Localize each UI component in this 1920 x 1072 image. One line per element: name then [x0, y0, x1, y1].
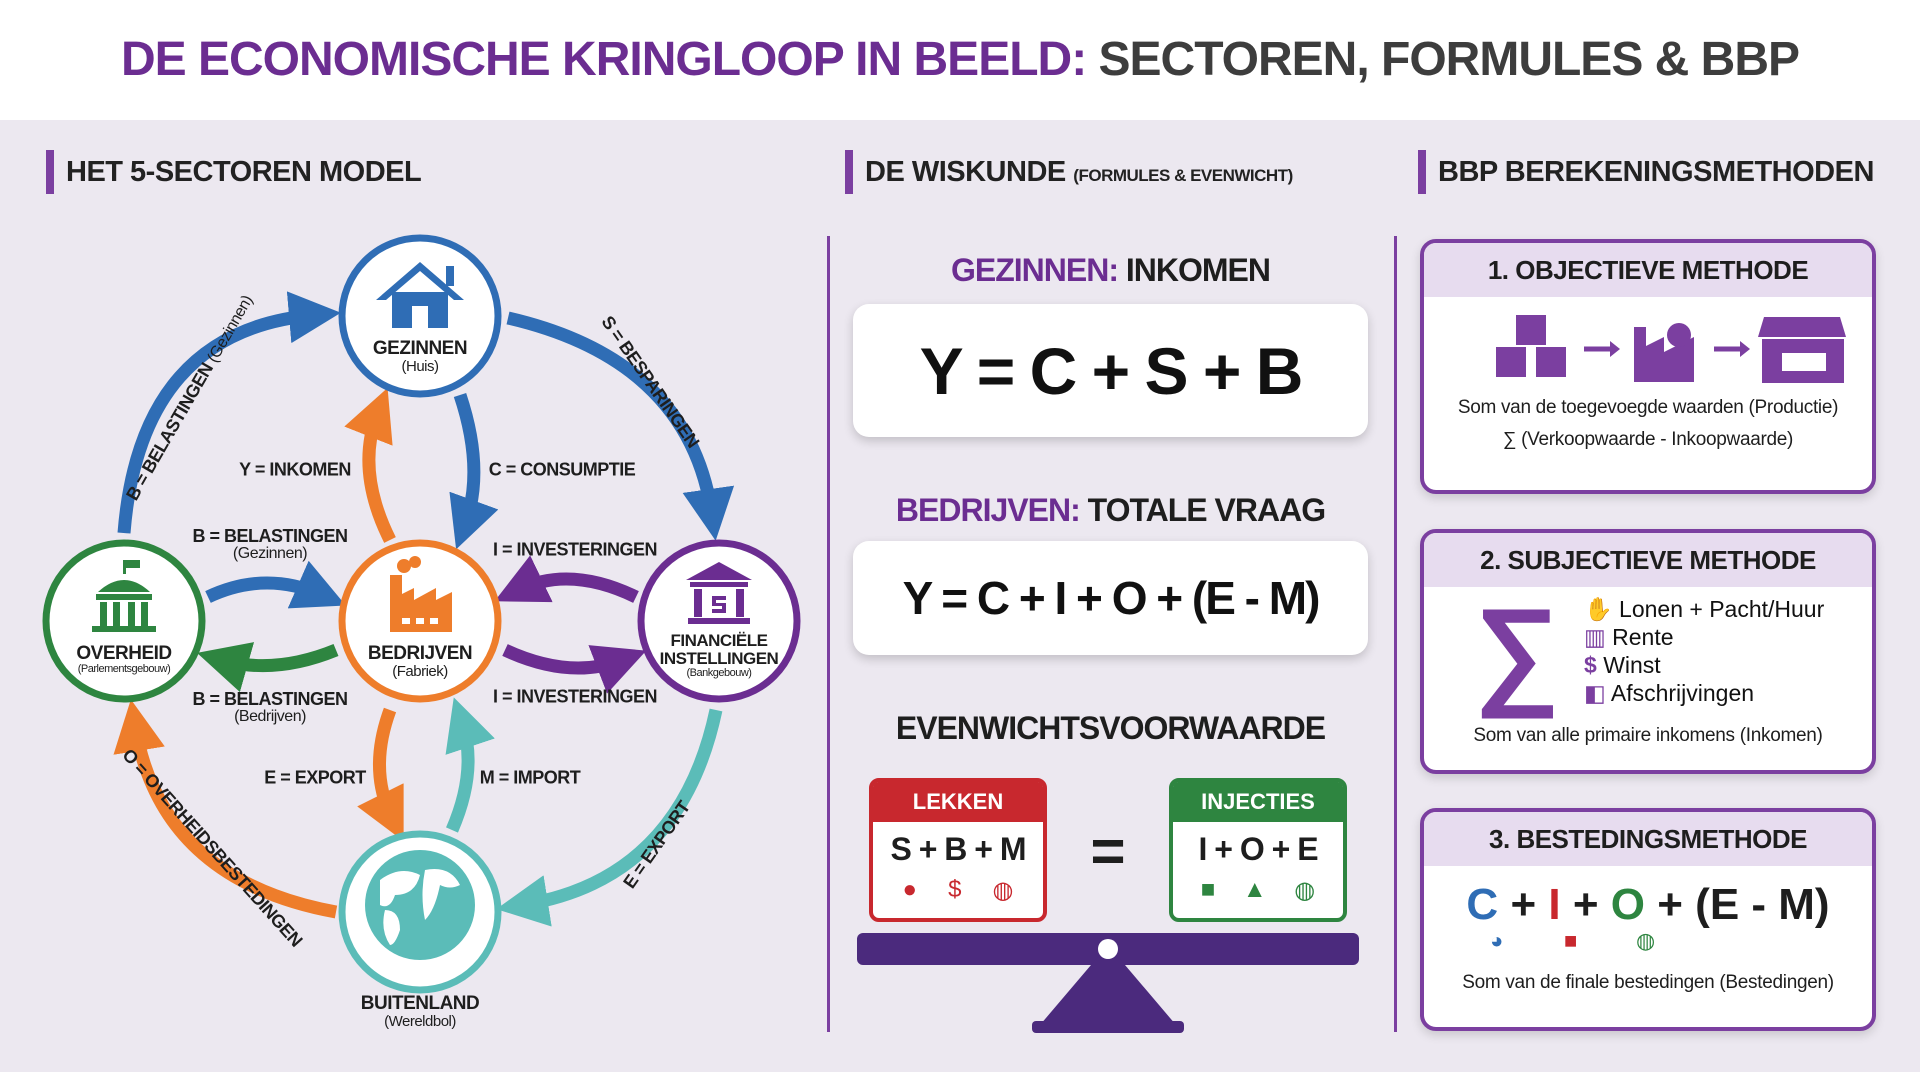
globe-icon	[365, 850, 475, 960]
depreciation-icon: ◧	[1584, 680, 1606, 706]
bank-icon: ▲	[1242, 876, 1267, 903]
node-overheid-label: OVERHEID(Parlementsgebouw)	[76, 643, 172, 675]
arrow-investeringen-out	[502, 644, 647, 694]
arrow-consumptie	[449, 392, 499, 550]
parliament-icon	[92, 560, 156, 632]
arrow-export-outer	[496, 708, 723, 927]
page-title: DE ECONOMISCHE KRINGLOOP IN BEELD: SECTO…	[120, 33, 1800, 86]
method-description: Som van de toegevoegde waarden (Producti…	[1457, 397, 1839, 418]
method-description: Som van de finale bestedingen (Besteding…	[1462, 972, 1834, 993]
flow-label: C = CONSUMPTIE	[488, 459, 636, 480]
arrow-belastingen-bed	[196, 642, 339, 693]
method-formula: ∑ (Verkoopwaarde - Inkoopwaarde)	[1502, 429, 1794, 450]
arrow-investeringen-in	[494, 555, 639, 603]
flow-label: B = BELASTINGEN(Bedrijven)	[192, 689, 348, 726]
arrow-right-icon	[1584, 341, 1620, 357]
formula-totale-vraag: Y = C + I + O + (E - M)	[853, 541, 1368, 655]
flow-label: I = INVESTERINGEN	[492, 686, 658, 707]
globe-icon: ◍	[1636, 928, 1656, 953]
globe-icon: ◍	[1294, 877, 1316, 904]
balance-scale-icon	[857, 933, 1359, 1033]
production-chain-icons	[1496, 315, 1846, 383]
divider	[1394, 236, 1397, 1032]
flow-label: E = EXPORT	[264, 767, 366, 788]
list-item: ✋ Lonen + Pacht/Huur	[1584, 596, 1825, 622]
header	[0, 0, 1920, 120]
lekken-box: LEKKEN S + B + M ●$◍	[869, 778, 1047, 922]
arrow-import	[445, 697, 495, 833]
node-bedrijven-label: BEDRIJVEN(Fabriek)	[367, 643, 473, 680]
method-card-besteding: 3. BESTEDINGSMETHODE C + I + O + (E - M)…	[1420, 808, 1876, 1031]
arrow-besparingen	[506, 311, 735, 541]
list-item: ▥ Rente	[1584, 624, 1674, 650]
list-item: ◧ Afschrijvingen	[1584, 680, 1755, 706]
wages-hand-icon: ✋	[1584, 596, 1613, 622]
formula-besteding: C + I + O + (E - M)	[1466, 880, 1830, 929]
divider	[827, 236, 830, 1032]
method-card-objectief: 1. OBJECTIEVE METHODE Som van de toegevo…	[1420, 239, 1876, 494]
injecties-box: INJECTIES I + O + E ■▲◍	[1169, 778, 1347, 922]
node-gezinnen-label: GEZINNEN(Huis)	[372, 338, 468, 375]
money-bag-icon: $	[948, 876, 962, 903]
briefcase-icon: ■	[1200, 876, 1216, 903]
sigma-icon: ∑	[1474, 584, 1560, 718]
section-heading-math: DE WISKUNDE (FORMULES & EVENWICHT)	[845, 150, 1293, 194]
equals-sign: =	[1090, 817, 1126, 885]
flow-label: M = IMPORT	[479, 767, 581, 788]
flow-label: B = BELASTINGEN(Gezinnen)	[192, 526, 348, 563]
arrow-right-icon	[1714, 341, 1750, 357]
arrow-export-inner	[357, 707, 404, 842]
section-heading-model: HET 5-SECTOREN MODEL	[46, 150, 422, 194]
piggy-bank-icon: ●	[902, 876, 918, 903]
section-heading-bbp: BBP BEREKENINGSMETHODEN	[1418, 150, 1874, 194]
product-box-icon	[1758, 317, 1846, 383]
node-overheid	[42, 539, 206, 703]
pie-chart-icon: ◕	[1490, 928, 1504, 953]
node-buitenland-label: BUITENLAND(Wereldbol)	[360, 993, 480, 1030]
heading-bedrijven: BEDRIJVEN: TOTALE VRAAG	[895, 492, 1326, 528]
flow-label: Y = INKOMEN	[239, 459, 351, 480]
bank-icon	[686, 562, 752, 624]
arrow-overheidsbestedingen	[113, 699, 338, 919]
flow-label: I = INVESTERINGEN	[492, 539, 658, 560]
heading-gezinnen: GEZINNEN: INKOMEN	[951, 252, 1271, 288]
method-description: Som van alle primaire inkomens (Inkomen)	[1473, 725, 1823, 746]
circular-flow-diagram	[42, 234, 801, 994]
dollar-icon: $	[1584, 652, 1597, 678]
house-icon	[376, 262, 464, 328]
arrow-belastingen-outer	[117, 291, 341, 534]
arrow-inkomen	[344, 387, 396, 543]
factory-icon	[390, 556, 452, 632]
list-item: $ Winst	[1584, 652, 1661, 678]
formula-inkomen: Y = C + S + B	[853, 304, 1368, 437]
globe-icon: ◍	[992, 877, 1014, 904]
raw-materials-icon	[1496, 315, 1566, 377]
bank-icon: ▥	[1584, 624, 1606, 650]
factory-gear-icon	[1634, 323, 1694, 382]
method-card-subjectief: 2. SUBJECTIEVE METHODE ∑ ✋ Lonen + Pacht…	[1420, 529, 1876, 774]
heading-evenwicht: EVENWICHTSVOORWAARDE	[895, 710, 1326, 746]
arrow-belastingen-gez	[205, 560, 346, 609]
briefcase-icon: ■	[1564, 928, 1578, 953]
